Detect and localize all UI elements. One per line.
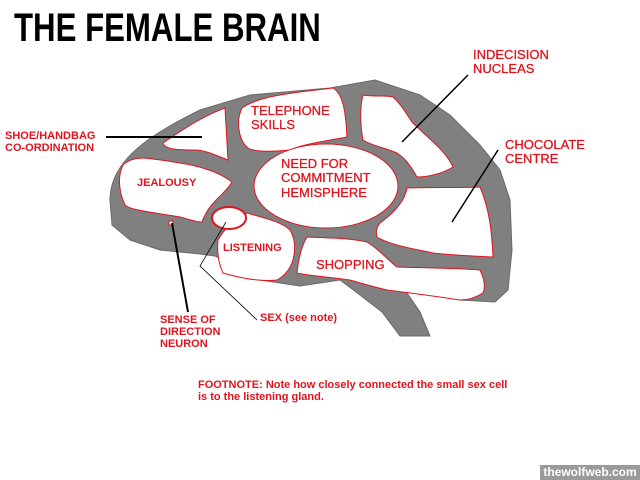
label-listening: LISTENING xyxy=(223,242,282,254)
label-telephone: TELEPHONE SKILLS xyxy=(251,103,330,133)
lobe-shopping xyxy=(296,236,485,301)
watermark: thewolfweb.com xyxy=(540,465,640,480)
label-line: TELEPHONE xyxy=(251,103,330,118)
lobe-telephone xyxy=(238,87,348,152)
label-line: INDECISION xyxy=(473,47,549,62)
lobe-commitment xyxy=(253,143,399,229)
pointer-sex xyxy=(199,221,258,321)
label-shoe: SHOE/HANDBAG CO-ORDINATION xyxy=(5,130,95,154)
page-title: THE FEMALE BRAIN xyxy=(14,6,321,50)
pointer-sense xyxy=(171,222,189,313)
lobe-shoe xyxy=(162,107,229,161)
footnote-line: is to the listening gland. xyxy=(198,391,324,404)
label-line: NUCLEAS xyxy=(473,61,535,77)
sex-cell xyxy=(211,206,247,230)
footnote-line: FOOTNOTE: Note how closely connected the… xyxy=(198,379,508,391)
label-line: SHOE/HANDBAG xyxy=(5,130,96,142)
label-line: NEURON xyxy=(160,338,208,351)
label-jealousy: JEALOUSY xyxy=(137,177,197,189)
label-line: DIRECTION xyxy=(160,326,221,339)
lobe-jealousy xyxy=(119,157,233,223)
lobe-listening xyxy=(217,212,296,281)
label-indecision: INDECISION NUCLEAS xyxy=(473,47,549,77)
label-line: NEED FOR xyxy=(281,156,349,171)
label-shopping: SHOPPING xyxy=(316,257,385,272)
label-line: CO-ORDINATION xyxy=(5,142,95,155)
label-sex: SEX (see note) xyxy=(260,312,338,324)
label-line: SENSE OF xyxy=(160,314,216,326)
label-commitment: NEED FOR COMMITMENT HEMISPHERE xyxy=(281,156,371,200)
label-line: CHOCOLATE xyxy=(505,137,585,152)
label-line: SKILLS xyxy=(251,117,296,133)
footnote: FOOTNOTE: Note how closely connected the… xyxy=(198,379,507,403)
pointer-indecision xyxy=(401,74,469,143)
label-line: COMMITMENT xyxy=(281,170,371,186)
label-chocolate: CHOCOLATE CENTRE xyxy=(505,137,585,167)
label-sense: SENSE OF DIRECTION NEURON xyxy=(160,314,221,350)
label-line: HEMISPHERE xyxy=(281,184,367,200)
label-line: CENTRE xyxy=(505,151,559,167)
pointer-chocolate xyxy=(451,149,499,223)
